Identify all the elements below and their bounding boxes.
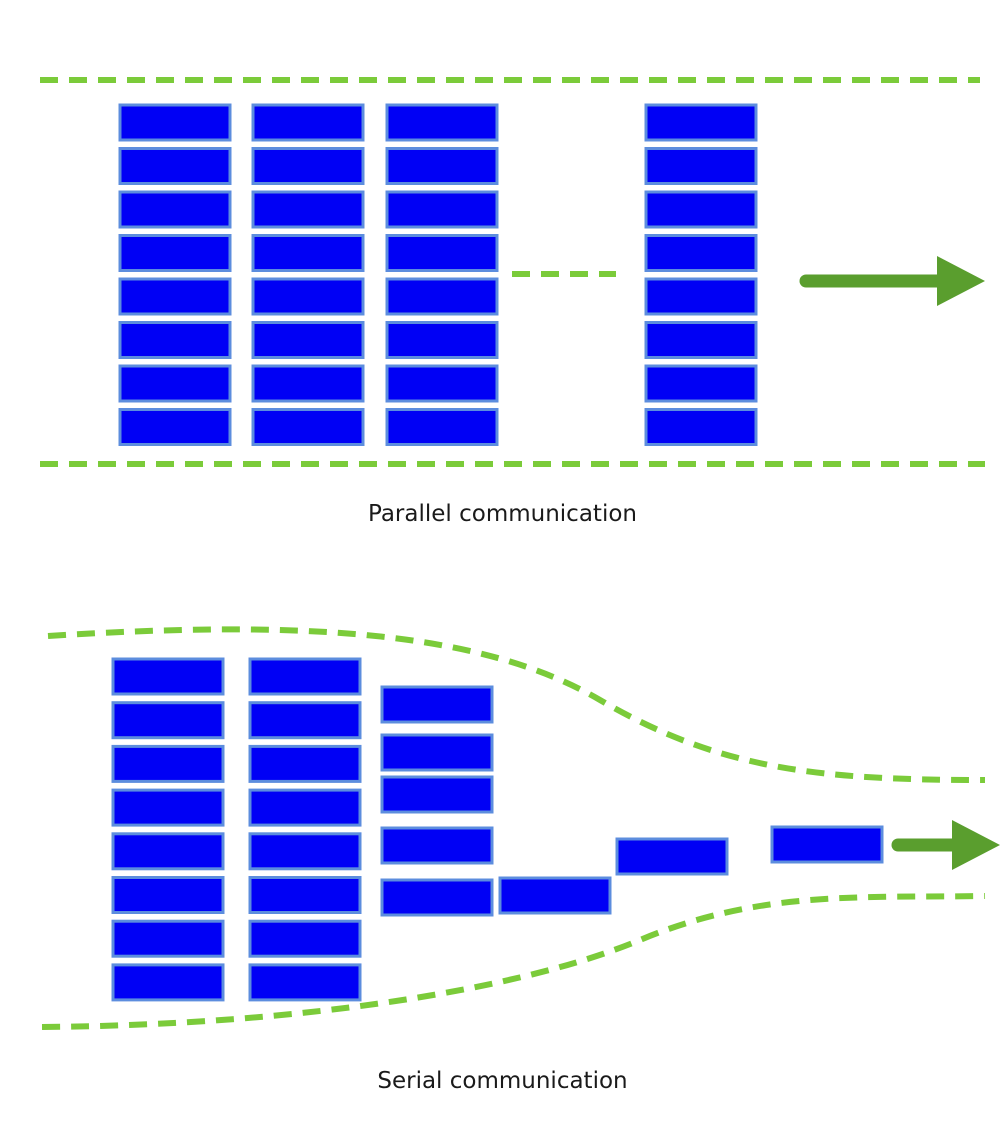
data-bit-block <box>385 408 499 446</box>
top-funnel-dashed-line <box>47 626 986 783</box>
data-bit-block <box>118 190 232 229</box>
data-bit-block <box>380 775 494 814</box>
data-bit-block <box>770 825 884 864</box>
right-arrow-icon <box>891 820 1000 870</box>
data-bit-block <box>251 321 365 359</box>
data-bit-block <box>644 234 758 272</box>
data-bit-block <box>385 190 499 229</box>
data-bit-block <box>644 147 758 185</box>
parallel-communication-caption: Parallel communication <box>368 501 637 527</box>
arrow-head <box>952 820 1000 870</box>
data-bit-block <box>248 657 362 696</box>
data-bit-block <box>118 103 232 142</box>
data-bit-block <box>111 876 225 914</box>
data-bit-block <box>248 876 362 914</box>
data-bit-block <box>380 878 494 917</box>
data-bit-block <box>644 190 758 229</box>
data-bit-block <box>251 277 365 316</box>
data-bit-block <box>111 788 225 827</box>
data-bit-block <box>251 364 365 403</box>
data-bit-block <box>498 876 612 915</box>
data-bit-block <box>111 963 225 1002</box>
data-bit-block <box>644 103 758 142</box>
data-bit-block <box>251 147 365 185</box>
data-bit-block <box>385 103 499 142</box>
parallel-communication-diagram <box>40 77 985 467</box>
data-bit-block <box>385 234 499 272</box>
data-bit-block <box>385 364 499 403</box>
serial-communication-diagram <box>41 626 1000 1030</box>
data-bit-block <box>251 408 365 446</box>
data-bit-block <box>111 657 225 696</box>
data-bit-block <box>118 277 232 316</box>
data-bit-block <box>248 788 362 827</box>
data-bit-block <box>251 190 365 229</box>
data-bit-block <box>644 408 758 446</box>
bottom-funnel-dashed-line <box>41 893 986 1030</box>
data-bit-block <box>248 744 362 783</box>
data-bit-block <box>118 147 232 185</box>
data-bit-block <box>118 408 232 446</box>
data-bit-block <box>385 277 499 316</box>
data-bit-block <box>111 832 225 871</box>
data-bit-block <box>118 321 232 359</box>
serial-communication-caption: Serial communication <box>377 1068 628 1094</box>
arrow-head <box>937 256 985 306</box>
data-bit-block <box>644 321 758 359</box>
data-bit-block <box>248 701 362 740</box>
data-bit-block <box>118 234 232 272</box>
data-bit-block <box>248 919 362 958</box>
data-bit-block <box>111 744 225 783</box>
data-bit-block <box>248 963 362 1002</box>
data-bit-block <box>111 701 225 740</box>
data-bit-block <box>248 832 362 871</box>
data-bit-block <box>251 103 365 142</box>
data-bit-block <box>380 685 494 724</box>
data-bit-block <box>385 321 499 359</box>
data-bit-block <box>644 364 758 403</box>
data-bit-block <box>615 837 729 876</box>
data-bit-block <box>644 277 758 316</box>
data-bit-block <box>380 826 494 865</box>
data-bit-block <box>111 919 225 958</box>
data-bit-block <box>118 364 232 403</box>
data-bit-block <box>385 147 499 185</box>
right-arrow-icon <box>799 256 985 306</box>
data-bit-block <box>251 234 365 272</box>
data-bit-block <box>380 733 494 772</box>
